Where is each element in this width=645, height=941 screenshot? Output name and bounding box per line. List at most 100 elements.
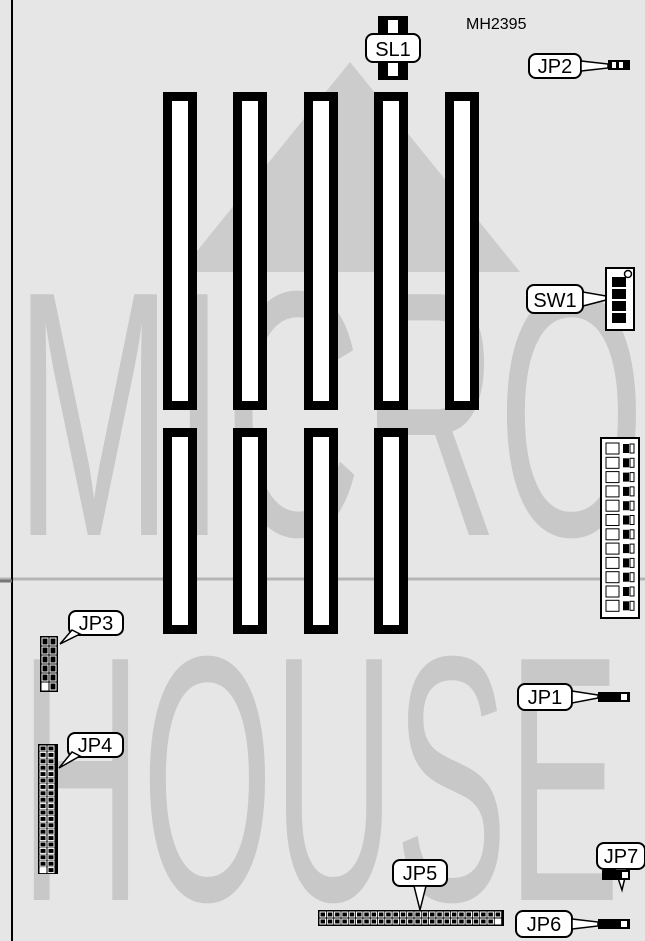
expansion-slot-5 <box>445 92 479 410</box>
jp5-pin <box>458 918 465 925</box>
jp5-pin <box>385 918 392 925</box>
jp5-pin <box>472 918 480 925</box>
jp4-pin <box>39 854 47 861</box>
jp4-pin <box>39 764 47 771</box>
jp5-pin <box>421 911 429 918</box>
jp5-pin <box>392 918 399 925</box>
jp6-label: JP6 <box>527 914 561 936</box>
power-pin-tab <box>623 458 629 468</box>
jp3-pin <box>49 655 57 664</box>
jp5-pin <box>450 911 458 918</box>
jp4-pin <box>39 796 47 803</box>
expansion-slot-6 <box>163 428 197 634</box>
jp5-pin <box>326 911 334 918</box>
power-pin-latch <box>629 543 635 554</box>
jp5-pin <box>399 911 407 918</box>
expansion-slot-4 <box>374 92 408 410</box>
jp5-pin <box>487 911 494 918</box>
jp4-pin <box>47 867 55 874</box>
jp3-jumper: JP3 <box>59 610 124 645</box>
jp4-pin <box>39 815 47 822</box>
jp4-pin <box>47 860 55 867</box>
jp5-pin <box>480 911 487 918</box>
jp1-label: JP1 <box>528 687 562 709</box>
jp5-pin <box>370 911 378 918</box>
jp1-jumper: JP1 <box>517 683 630 711</box>
jp4-pin <box>39 809 47 816</box>
sl1-label: SL1 <box>375 39 411 61</box>
jp5-pin <box>363 911 370 918</box>
jp4-pin <box>47 771 55 778</box>
jp5-pin <box>392 911 399 918</box>
jp3-label: JP3 <box>79 613 113 635</box>
power-pin-latch <box>629 600 635 611</box>
power-pin <box>605 442 620 455</box>
watermark-line2: HOUSE <box>20 584 620 941</box>
expansion-slot-2 <box>233 92 267 410</box>
jp6-jumper: JP6 <box>515 910 630 938</box>
jp4-pin <box>39 822 47 829</box>
jp4-pin <box>39 777 47 784</box>
jp5-pin <box>348 911 356 918</box>
power-pin-tab <box>623 444 629 453</box>
power-pin-latch <box>629 443 635 454</box>
jp3-pin <box>49 646 57 655</box>
jp3-pin <box>41 637 49 646</box>
jp4-pin <box>47 847 55 854</box>
jp5-pin <box>319 911 326 918</box>
jp5-pin <box>465 918 472 925</box>
jp4-pin <box>47 777 55 784</box>
jp5-pin <box>494 918 502 925</box>
power-pin-tab <box>623 486 629 496</box>
jp4-pin <box>47 822 55 829</box>
jp5-pin <box>326 918 334 925</box>
power-pin-latch <box>629 472 635 483</box>
jp5-pin <box>377 911 385 918</box>
jp4-pin <box>39 847 47 854</box>
jp3-pin <box>41 655 49 664</box>
jp3-pin <box>49 664 57 673</box>
power-pin-tab <box>623 558 629 568</box>
jp3-pin <box>49 673 57 682</box>
power-pin <box>605 528 620 541</box>
jp4-pin <box>47 751 55 758</box>
jp5-pin <box>356 911 363 918</box>
power-pin-tab <box>623 501 629 511</box>
expansion-slot-3 <box>304 92 338 410</box>
jp5-pin <box>414 911 421 918</box>
jp5-pin <box>356 918 363 925</box>
power-pin-latch <box>629 572 635 583</box>
expansion-slot-9 <box>374 428 408 634</box>
power-pin-latch <box>629 529 635 540</box>
jp5-pin <box>385 911 392 918</box>
sw1-dip-switch: SW1 <box>526 267 635 331</box>
jp5-pin <box>407 911 414 918</box>
power-pin-latch <box>629 486 635 497</box>
jp4-pin <box>47 783 55 790</box>
power-pin <box>605 585 620 598</box>
jp2-label: JP2 <box>538 56 572 78</box>
jp5-pin <box>363 918 370 925</box>
power-pin <box>605 471 620 484</box>
power-pin-tab <box>623 572 629 582</box>
jp4-pin <box>47 841 55 848</box>
power-pin <box>605 456 620 469</box>
jp5-pin <box>436 911 443 918</box>
jp5-pin <box>421 918 429 925</box>
jp4-pin <box>47 815 55 822</box>
jp5-pin <box>487 918 494 925</box>
power-pin-tab <box>623 544 629 554</box>
expansion-slot-7 <box>233 428 267 634</box>
sw1-label: SW1 <box>533 290 576 312</box>
jp4-pin <box>39 783 47 790</box>
power-pin-latch <box>629 457 635 468</box>
jp4-pin <box>39 828 47 835</box>
jp5-pin <box>429 911 436 918</box>
jp4-pin <box>47 809 55 816</box>
jp5-pin <box>480 918 487 925</box>
jp4-pin <box>47 790 55 797</box>
jp4-pin <box>47 803 55 810</box>
power-pin-tab <box>623 601 629 611</box>
jp5-pin <box>443 911 451 918</box>
